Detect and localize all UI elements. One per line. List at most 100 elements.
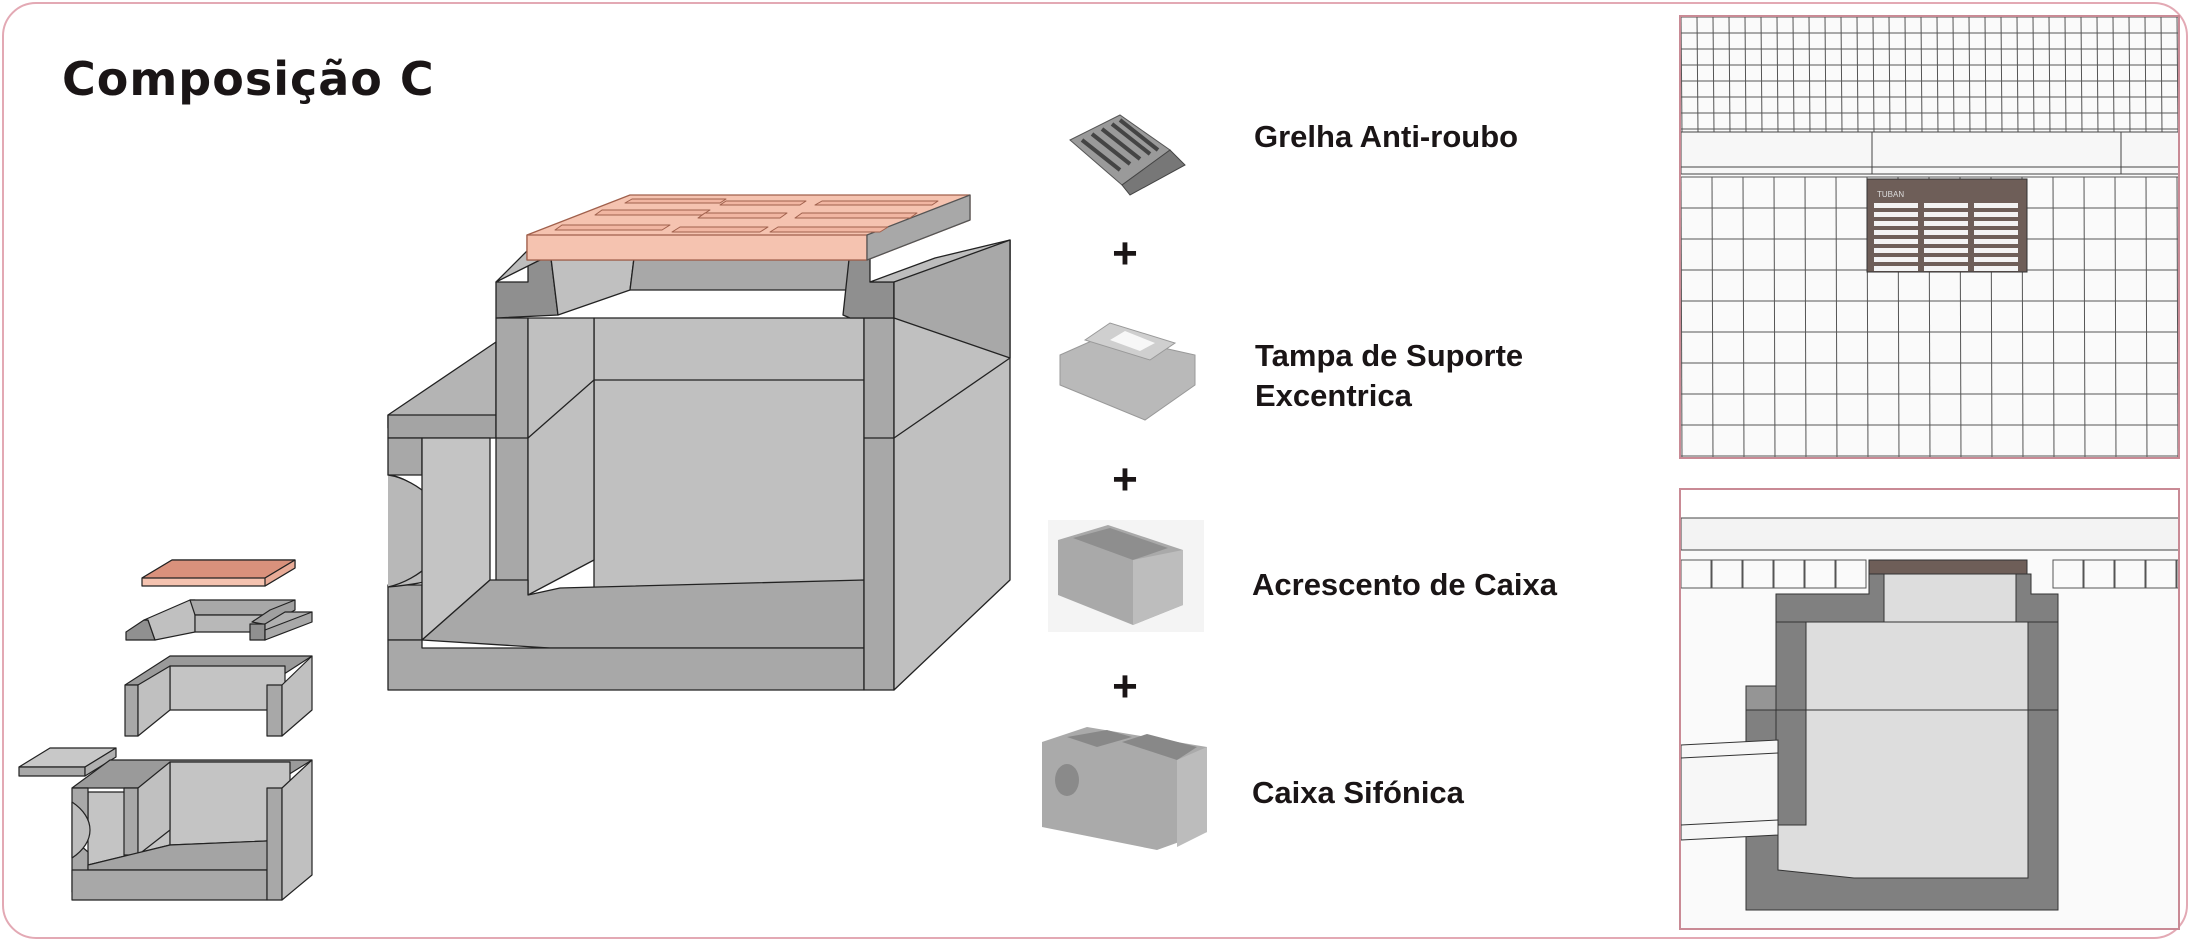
exploded-view-diagram: [18, 559, 313, 901]
paver-line: [1728, 17, 1731, 133]
paver-line: [2176, 17, 2178, 133]
box-extension-photo-icon: [1048, 520, 1204, 632]
paver-line: [1681, 176, 1683, 457]
base-front: [387, 639, 865, 691]
paver-line: [1872, 17, 1875, 133]
paver-block: [1681, 559, 1712, 589]
grate-slot: [1924, 230, 1968, 235]
paver-line: [1920, 17, 1923, 133]
component-label-box-extension: Acrescento de Caixa: [1252, 567, 1557, 602]
grate-slot: [1974, 257, 2018, 262]
grate-slot: [1874, 239, 1918, 244]
paver-line: [1773, 176, 1776, 457]
paver-block: [2176, 559, 2178, 589]
paver-line: [1804, 176, 1807, 457]
paver-line: [1712, 17, 1715, 133]
page-title: Composição C: [62, 52, 435, 106]
paver-block: [1711, 559, 1743, 589]
paver-line: [1835, 176, 1838, 457]
paver-line: [2114, 176, 2117, 457]
paver-block: [1804, 559, 1836, 589]
section-view-diagram: [1681, 490, 2178, 911]
grate-slot: [1924, 266, 1968, 271]
grate-brand-text: TUBAN: [1877, 190, 1904, 199]
component-label-siphon-box: Caixa Sifónica: [1252, 775, 1464, 810]
paver-line: [1792, 17, 1795, 133]
component-label-support-lid-line2: Excentrica: [1255, 378, 1412, 413]
paver-block: [2083, 559, 2115, 589]
paver-block: [1835, 559, 1867, 589]
paver-line: [1936, 17, 1939, 133]
paver-line: [1856, 17, 1859, 133]
grate-slot: [1974, 248, 2018, 253]
paver-line: [2080, 17, 2083, 133]
grate-slot: [1974, 266, 2018, 271]
exploded-grate: [141, 559, 296, 587]
grate-slot: [1874, 266, 1918, 271]
paver-line: [1904, 17, 1907, 133]
paver-line: [1742, 176, 1745, 457]
paver-line: [2144, 17, 2147, 133]
paver-line: [2048, 17, 2051, 133]
grate-slot: [1974, 239, 2018, 244]
paver-line: [1824, 17, 1827, 133]
grate-slot: [1974, 221, 2018, 226]
grate-slot: [1874, 257, 1918, 262]
left-wall: [387, 437, 423, 476]
component-label-support-lid: Tampa de Suporte Excentrica: [1255, 336, 1523, 416]
paver-line: [2064, 17, 2067, 133]
grate-slot: [1874, 203, 1918, 208]
paver-block: [2145, 559, 2177, 589]
grate-slot: [1924, 203, 1968, 208]
grate-slot: [1974, 212, 2018, 217]
paver-line: [1888, 17, 1891, 133]
paver-line: [1744, 17, 1747, 133]
paver-line: [1984, 17, 1987, 133]
paver-block: [2052, 559, 2084, 589]
cutaway-3d-diagram: [387, 194, 1011, 691]
grate-slot: [1924, 212, 1968, 217]
paver-line: [2000, 17, 2003, 133]
paver-line: [2145, 176, 2148, 457]
paver-block: [1742, 559, 1774, 589]
exploded-base-box: [71, 759, 313, 901]
plan-view-diagram: TUBAN: [1681, 17, 2178, 457]
paver-line: [2052, 176, 2055, 457]
paver-line: [2096, 17, 2099, 133]
paver-line: [1968, 17, 1971, 133]
paver-line: [2083, 176, 2086, 457]
grate-slot: [1924, 257, 1968, 262]
grate-slot: [1974, 230, 2018, 235]
exploded-support-lid: [125, 599, 313, 641]
paver-line: [1760, 17, 1763, 133]
paver-line: [2160, 17, 2163, 133]
component-label-support-lid-line1: Tampa de Suporte: [1255, 338, 1524, 373]
siphon-box-photo-icon: [1042, 727, 1207, 850]
grate-slot: [1874, 230, 1918, 235]
grate-slot: [1974, 203, 2018, 208]
grate-slot: [1924, 248, 1968, 253]
right-wall-front: [863, 317, 895, 691]
grate-slot: [1924, 221, 1968, 226]
grate-photo-icon: [1069, 114, 1186, 196]
paver-line: [2016, 17, 2019, 133]
paver-line: [1696, 17, 1699, 133]
grate-slot: [1874, 212, 1918, 217]
chamber-floor: [421, 579, 865, 649]
paver-line: [2032, 17, 2035, 133]
dividing-wall-front: [495, 317, 529, 596]
plus-icon: +: [1112, 229, 1138, 278]
grate-slot: [1874, 221, 1918, 226]
plan-small-paving: [1681, 17, 2178, 133]
paver-block: [1773, 559, 1805, 589]
grate-slot: [1874, 248, 1918, 253]
paver-line: [1808, 17, 1811, 133]
grate-slot: [1924, 239, 1968, 244]
exploded-extension: [124, 655, 313, 737]
plan-grate: TUBAN: [1866, 178, 2028, 273]
paver-line: [1681, 17, 1683, 133]
component-label-grate: Grelha Anti-roubo: [1254, 119, 1519, 154]
paver-line: [1711, 176, 1714, 457]
support-lid-photo-icon: [1059, 322, 1196, 421]
